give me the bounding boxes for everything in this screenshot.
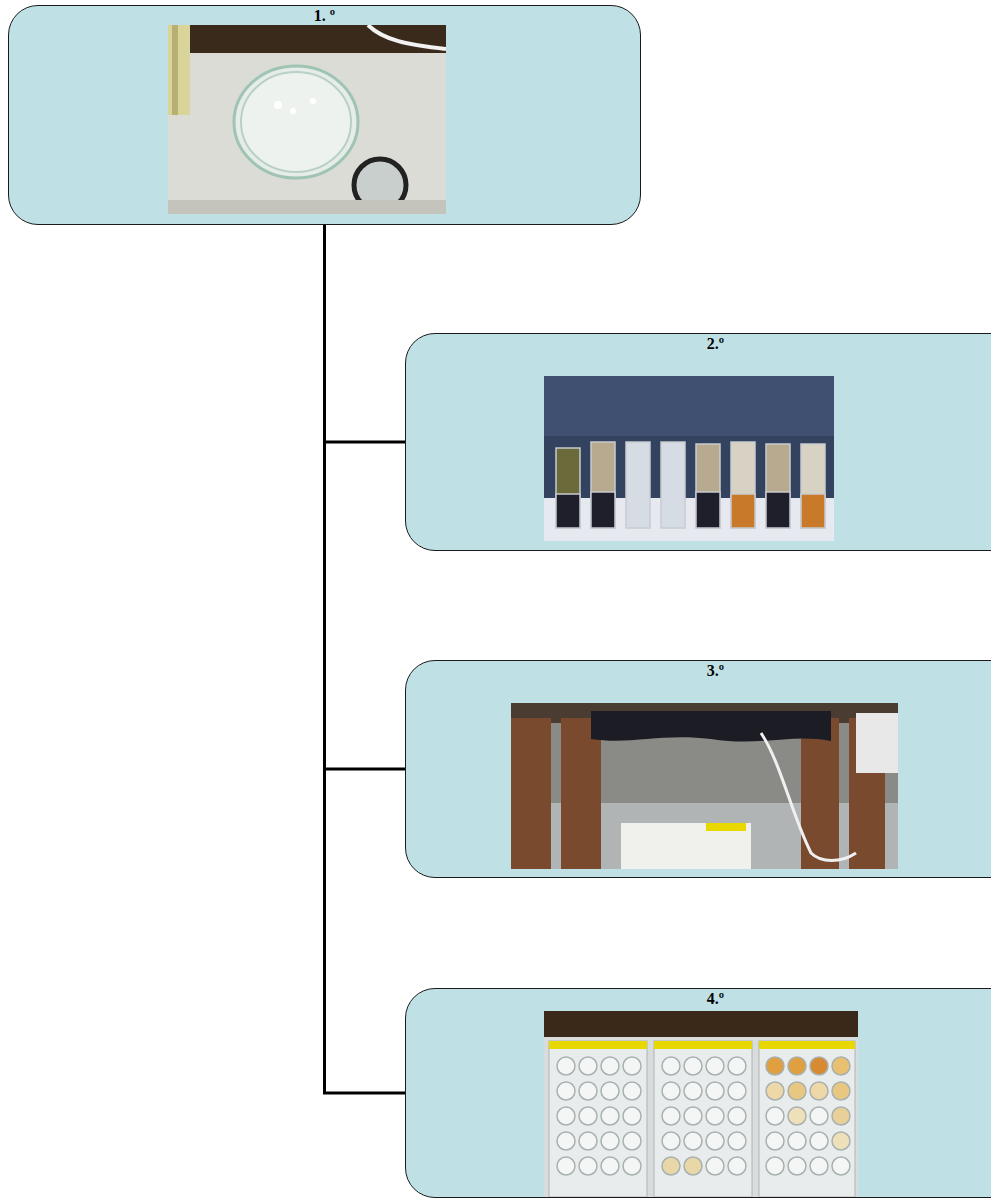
test-tubes-photo (544, 376, 834, 541)
incubation-rack-photo (511, 703, 898, 869)
branch-connector (325, 225, 406, 769)
step-box: 4.º (405, 988, 991, 1198)
step-box: 2.º (405, 333, 991, 551)
well-plates-photo (544, 1011, 858, 1197)
step-number: 2.º (406, 335, 991, 353)
petri-dish-photo (168, 25, 446, 214)
step-box: 3.º (405, 660, 991, 878)
step-box: 1. º (8, 5, 641, 225)
branch-connector (325, 225, 406, 1093)
branch-connector (325, 225, 406, 442)
step-number: 3.º (406, 662, 991, 680)
step-number: 4.º (406, 990, 991, 1008)
step-number: 1. º (9, 7, 640, 25)
